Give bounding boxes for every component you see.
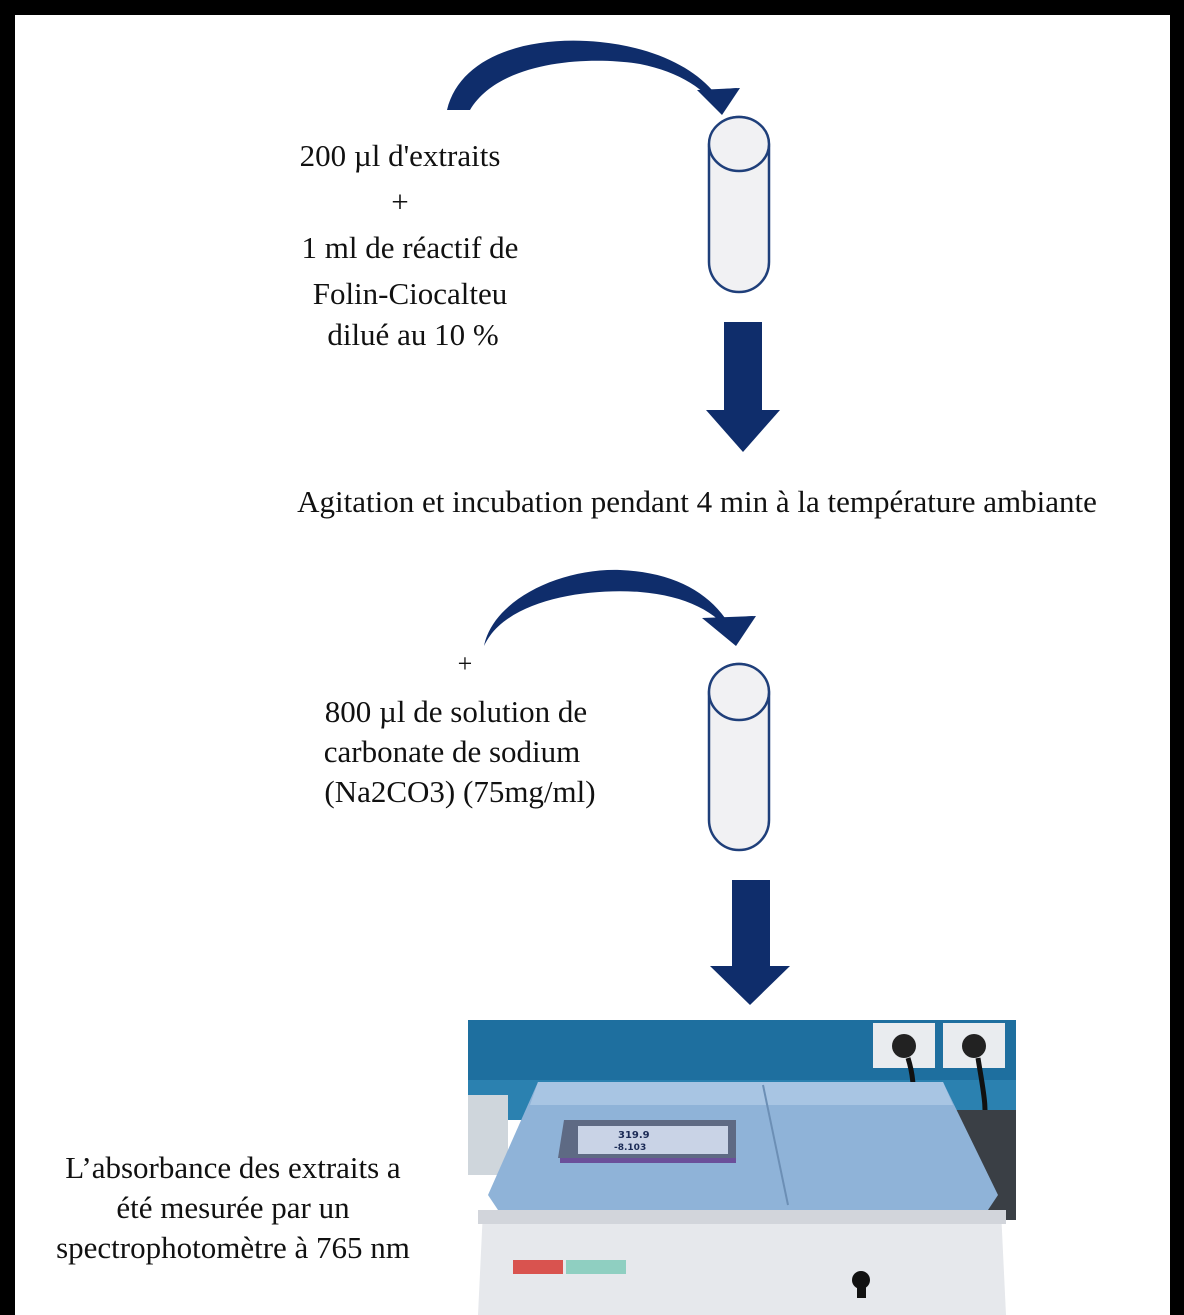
step1-text-line4: dilué au 10 % [327, 317, 499, 352]
test-tube-icon [707, 662, 771, 852]
test-tube-icon [707, 115, 771, 294]
down-arrow-icon [706, 322, 780, 452]
spectrophotometer-photo: 319.9 -8.103 [468, 1020, 1016, 1315]
step3-plus: + [457, 649, 473, 678]
step2-text: Agitation et incubation pendant 4 min à … [297, 484, 1097, 519]
step3-text-line2: carbonate de sodium [323, 734, 581, 769]
step3-text-line1: 800 µl de solution de [324, 694, 588, 729]
step1-text-line1: 200 µl d'extraits [299, 138, 501, 173]
step4-text-line1: L’absorbance des extraits a [65, 1150, 401, 1185]
step1-text-line2: 1 ml de réactif de [301, 230, 519, 265]
down-arrow-icon [710, 880, 790, 1005]
step3-text-line3: (Na2CO3) (75mg/ml) [324, 774, 596, 809]
spectrophotometer-image: 319.9 -8.103 [468, 1020, 1016, 1315]
curved-arrow-icon [456, 569, 756, 646]
display-value1: 319.9 [618, 1130, 650, 1141]
step1-plus: + [391, 184, 409, 219]
step4-text-line3: spectrophotomètre à 765 nm [56, 1230, 410, 1265]
step1-text-line3: Folin-Ciocalteu [312, 276, 508, 311]
step4-text-line2: été mesurée par un [116, 1190, 350, 1225]
display-value2: -8.103 [614, 1143, 646, 1153]
curved-arrow-icon [420, 40, 740, 115]
